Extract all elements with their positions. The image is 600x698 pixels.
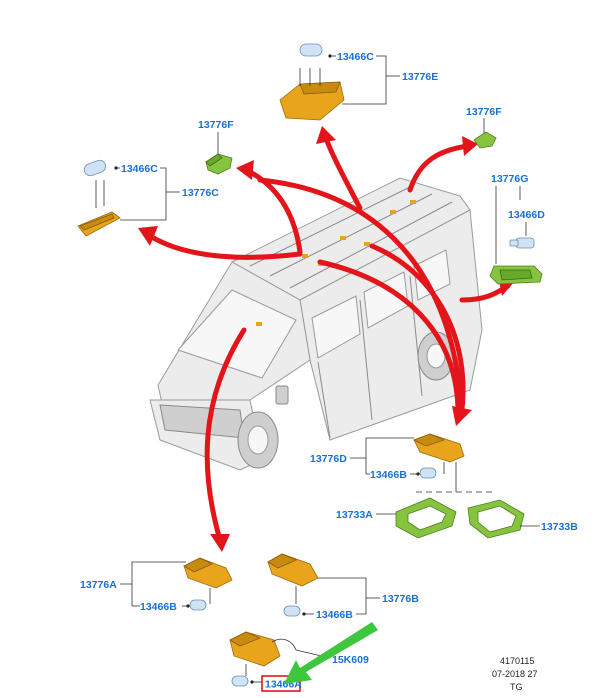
part-label: 13776B (382, 593, 419, 605)
dome-lamp-icon (183, 557, 233, 589)
roof-lamp-marker (256, 322, 262, 326)
bulb-icon (189, 599, 207, 611)
part-label: 13466B (316, 609, 353, 621)
part-label: 13776C (182, 187, 219, 199)
part-label: 13466C (337, 51, 374, 63)
part-label: 13466B (140, 601, 177, 613)
dome-lamp-icon (267, 553, 319, 587)
part-label: 13776G (491, 173, 528, 185)
lens-icon (395, 497, 457, 539)
red-curved-arrow-icon (147, 233, 303, 260)
part-label: 13466B (370, 469, 407, 481)
part-group-13733: 13733A 13733B (336, 497, 578, 539)
part-label: 13776A (80, 579, 117, 591)
document-info: 4170115 07-2018 27 TG (492, 656, 538, 692)
part-label: 13466D (508, 209, 545, 221)
part-group-13776E: 13466C 13776E (279, 43, 438, 121)
roof-lamp-marker (364, 242, 370, 246)
van-illustration (149, 177, 483, 471)
red-curved-arrows (138, 126, 514, 552)
bulb-icon (283, 605, 301, 617)
part-group-15K609: 15K609 13466A (229, 622, 378, 692)
part-label: 13776F (466, 106, 502, 118)
part-group-13776C: 13466C 13776C (77, 159, 219, 237)
part-label: 13466C (121, 163, 158, 175)
bulb-icon (419, 467, 437, 479)
part-group-13776F-left: 13776F (198, 119, 234, 175)
red-curved-arrow-icon (369, 243, 466, 413)
bulb-icon (231, 675, 249, 687)
doc-number: 4170115 (500, 656, 534, 666)
part-label: 13776D (310, 453, 347, 465)
red-curved-arrow-icon (317, 259, 461, 421)
dome-lamp-icon (77, 211, 121, 237)
dome-lamp-icon (229, 631, 281, 667)
part-group-13776G: 13776G 13466D (489, 173, 545, 285)
part-label: 13776E (402, 71, 438, 83)
dome-lamp-icon (279, 68, 345, 121)
roof-lamp-marker (410, 200, 416, 204)
part-label: 13733A (336, 509, 373, 521)
bulb-icon (83, 159, 107, 177)
roof-lamp-marker (302, 254, 308, 258)
doc-date: 07-2018 27 (492, 669, 538, 679)
part-group-13776F-right: 13776F (466, 106, 502, 149)
dome-lamp-icon (413, 433, 465, 463)
green-lamp-icon (489, 265, 543, 285)
green-arrow-icon (284, 622, 378, 684)
part-label: 15K609 (332, 654, 369, 666)
part-group-13776B: 13776B 13466B (267, 553, 419, 621)
part-label: 13733B (541, 521, 578, 533)
highlight-box (261, 675, 301, 692)
green-lamp-icon (473, 131, 497, 149)
part-group-13776A: 13776A 13466B (80, 557, 233, 613)
doc-code: TG (510, 682, 523, 692)
part-label: 13776F (198, 119, 234, 131)
red-curved-arrow-icon (407, 143, 471, 193)
green-lamp-icon (205, 153, 233, 175)
roof-lamp-marker (340, 236, 346, 240)
roof-lamp-marker (390, 210, 396, 214)
bulb-icon (299, 43, 323, 57)
part-group-13776D: 13776D 13466B (310, 433, 494, 493)
lens-icon (467, 499, 525, 539)
bulb-icon (509, 237, 535, 249)
red-curved-arrow-icon (257, 177, 465, 413)
red-curved-arrow-icon (204, 327, 247, 543)
